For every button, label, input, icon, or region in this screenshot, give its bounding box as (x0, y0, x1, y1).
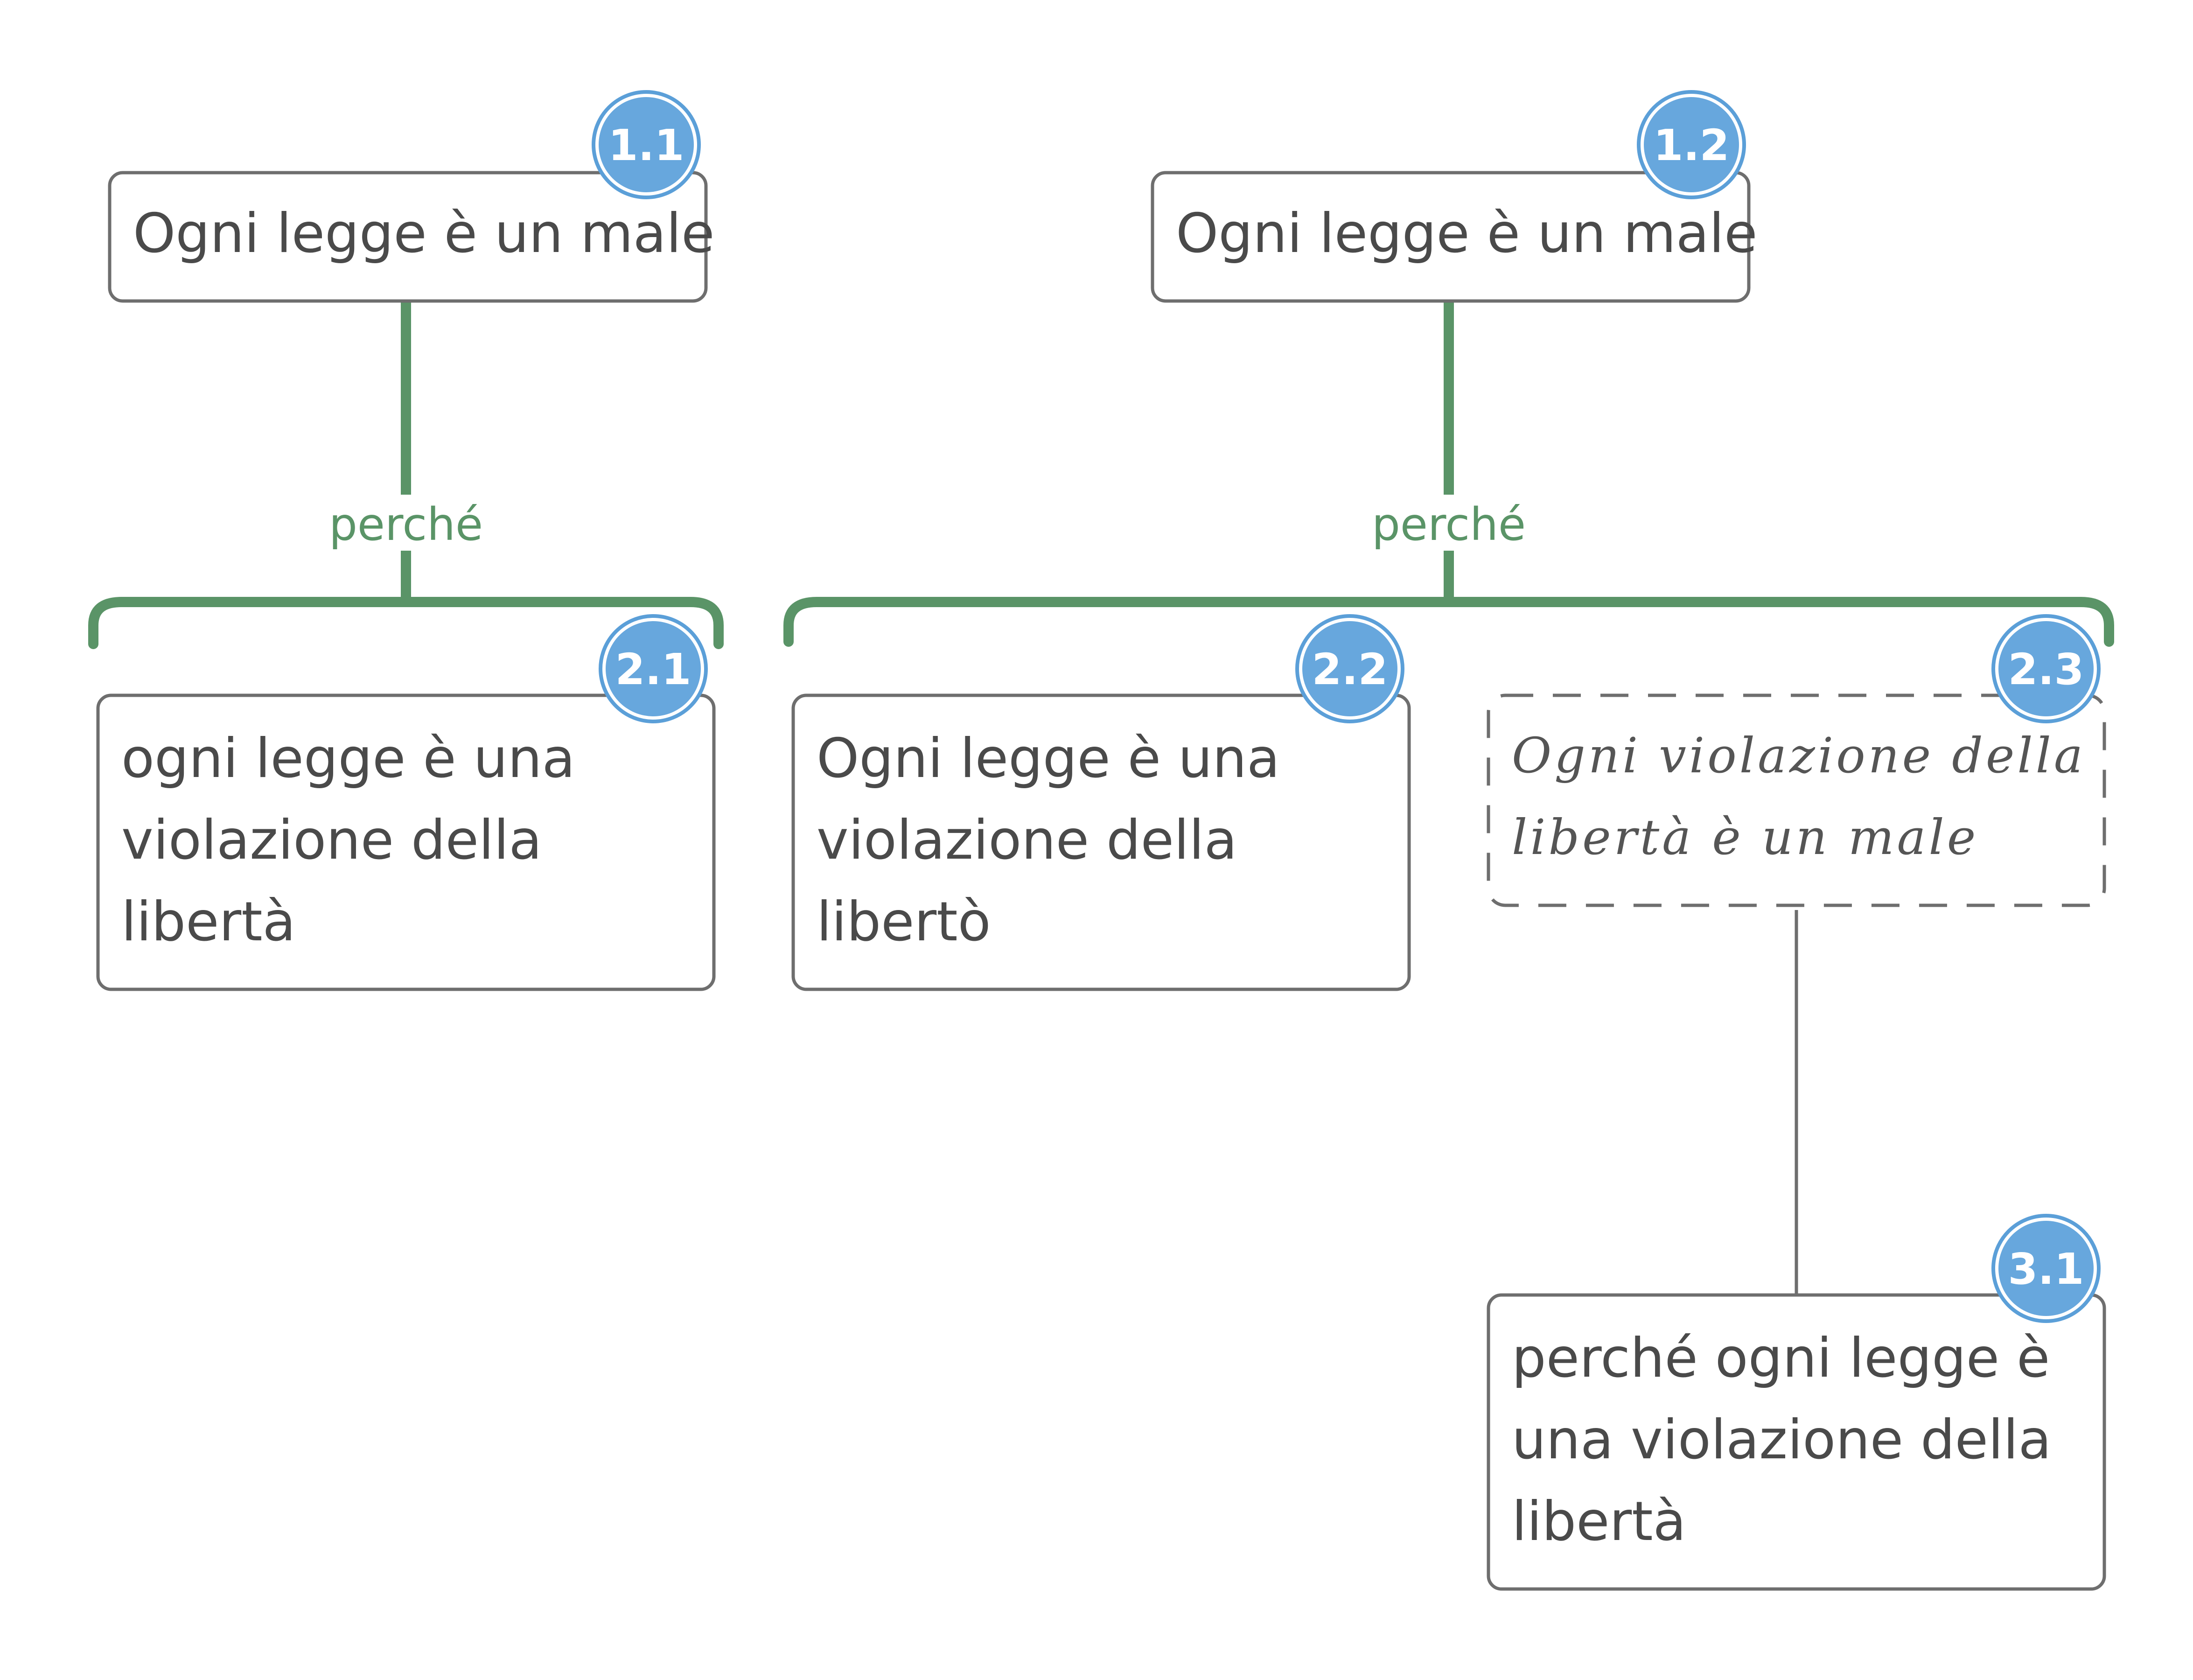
node-3-1-badge-label: 3.1 (2008, 1244, 2084, 1294)
node-3-1-badge: 3.1 (1991, 1214, 2101, 1323)
node-1-2-badge: 1.2 (1637, 90, 1746, 199)
connector-2-bracket (783, 597, 2114, 647)
node-1-1-badge: 1.1 (592, 90, 701, 199)
node-1-1-box (108, 171, 708, 303)
node-2-1-line-2: violazione della (121, 809, 542, 872)
node-2-3-line-2: libertà è un male (1512, 809, 1978, 866)
node-2-2-box (791, 693, 1411, 991)
node-2-3-badge: 2.3 (1991, 614, 2101, 723)
node-3-1-box (1487, 1293, 2106, 1591)
node-3-1-line-2: una violazione della (1512, 1408, 2052, 1471)
node-3-1-line-3: libertà (1512, 1490, 1686, 1553)
connector-1: perché (88, 301, 724, 649)
node-1-1[interactable]: Ogni legge è un male 1.1 (108, 90, 715, 303)
connector-2-label: perché (1372, 498, 1526, 551)
node-2-2-badge-label: 2.2 (1312, 644, 1388, 694)
connector-1-label: perché (329, 498, 483, 551)
node-2-3[interactable]: Ogni violazione della libertà è un male … (1487, 614, 2106, 907)
node-1-2[interactable]: Ogni legge è un male 1.2 (1151, 90, 1758, 303)
node-2-2-badge: 2.2 (1295, 614, 1404, 723)
node-2-3-badge-label: 2.3 (2008, 644, 2084, 694)
node-1-2-text: Ogni legge è un male (1176, 202, 1758, 265)
node-2-1[interactable]: ogni legge è una violazione della libert… (96, 614, 716, 991)
connector-2: perché (783, 301, 2114, 647)
node-3-1[interactable]: perché ogni legge è una violazione della… (1487, 1214, 2106, 1591)
node-2-1-badge: 2.1 (599, 614, 708, 723)
node-2-1-badge-label: 2.1 (615, 644, 691, 694)
node-2-2[interactable]: Ogni legge è una violazione della libert… (791, 614, 1411, 991)
node-1-2-box (1151, 171, 1751, 303)
node-2-1-box (96, 693, 716, 991)
node-2-2-line-1: Ogni legge è una (817, 727, 1280, 790)
node-2-3-box (1487, 693, 2106, 907)
node-1-2-badge-label: 1.2 (1654, 120, 1730, 170)
node-2-1-line-3: libertà (121, 890, 296, 953)
node-1-1-text: Ogni legge è un male (133, 202, 715, 265)
node-3-1-line-1: perché ogni legge è (1512, 1327, 2050, 1390)
node-1-1-badge-label: 1.1 (608, 120, 684, 170)
node-2-2-line-3: libertò (817, 890, 991, 953)
node-2-2-line-2: violazione della (817, 809, 1237, 872)
node-2-3-line-1: Ogni violazione della (1512, 727, 2086, 784)
node-2-1-line-1: ogni legge è una (121, 727, 575, 790)
connector-1-bracket (88, 597, 724, 649)
